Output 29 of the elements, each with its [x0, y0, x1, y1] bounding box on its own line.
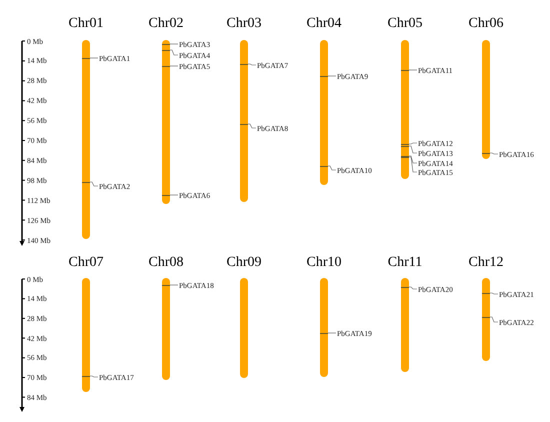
- leader-line: [328, 166, 336, 170]
- chromosome-label: Chr09: [226, 255, 262, 271]
- chromosome-label: Chr02: [148, 16, 184, 32]
- chromosome-label: Chr04: [306, 16, 342, 32]
- chromosome-label: Chr05: [388, 16, 422, 32]
- leader-line: [170, 50, 178, 56]
- leader-line: [490, 292, 498, 294]
- leader-line: [90, 182, 98, 186]
- chromosome-label: Chr08: [148, 255, 184, 271]
- leader-line: [408, 146, 418, 154]
- leader-line: [408, 142, 418, 144]
- leader-line: [408, 156, 418, 172]
- chromosome-label: Chr10: [306, 255, 342, 271]
- leader-line: [408, 286, 418, 290]
- chromosome-label: Chr01: [68, 16, 104, 32]
- leader-line: [490, 152, 498, 154]
- chromosome-label: Chr11: [388, 255, 422, 271]
- leader-line: [328, 332, 336, 334]
- leader-line: [170, 284, 178, 286]
- chromosome-label: Chr06: [468, 16, 504, 32]
- leader-line: [490, 316, 498, 322]
- leader-line: [248, 64, 256, 66]
- leader-line: [90, 376, 98, 378]
- chromosome-label: Chr07: [68, 255, 104, 271]
- leader-line: [248, 124, 256, 128]
- leader-line: [170, 194, 178, 196]
- chromosome-label: Chr12: [468, 255, 504, 271]
- chromosome-label: Chr03: [226, 16, 262, 32]
- leader-line: [408, 156, 418, 164]
